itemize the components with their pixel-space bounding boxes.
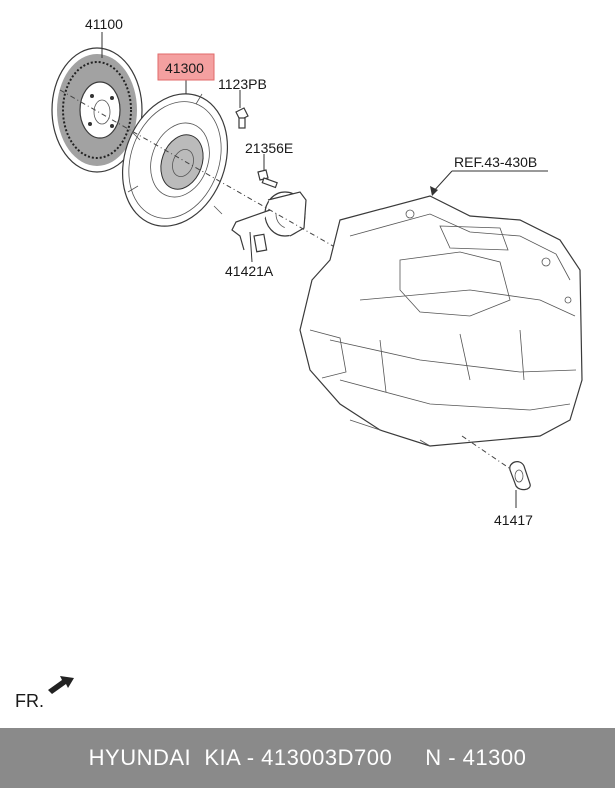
label-41417[interactable]: 41417 — [494, 512, 533, 528]
release-bearing-part[interactable] — [231, 191, 307, 253]
transmission-housing[interactable] — [299, 195, 583, 447]
highlight-box-41300 — [157, 53, 215, 81]
footer-part-number-text: HYUNDAI KIA - 413003D700 N - 41300 — [88, 745, 527, 770]
clutch-disc-part[interactable] — [51, 47, 143, 173]
small-bolt-part[interactable] — [257, 169, 278, 189]
label-41300[interactable]: 41300 — [165, 60, 204, 76]
plug-axis-line — [461, 435, 513, 471]
label-REF-43-430B[interactable]: REF.43-430B — [454, 154, 537, 170]
reference-arrow-head-icon — [430, 186, 438, 196]
front-direction-label: FR. — [15, 691, 44, 711]
clutch-cover-part[interactable] — [105, 79, 245, 241]
bolt-part[interactable] — [235, 107, 249, 129]
label-41100[interactable]: 41100 — [85, 16, 123, 32]
leader-line-bearing — [249, 231, 253, 263]
label-21356E[interactable]: 21356E — [245, 140, 293, 156]
label-41421A[interactable]: 41421A — [225, 263, 274, 279]
assembly-axis-line — [59, 89, 341, 251]
plug-part[interactable] — [509, 461, 531, 491]
footer-bar: HYUNDAI KIA - 413003D700 N - 41300 — [0, 728, 615, 788]
label-1123PB[interactable]: 1123PB — [218, 76, 267, 92]
front-arrow-icon — [48, 676, 74, 694]
exploded-parts-diagram: 41100 41300 1123PB 21356E 41421A — [15, 16, 583, 711]
